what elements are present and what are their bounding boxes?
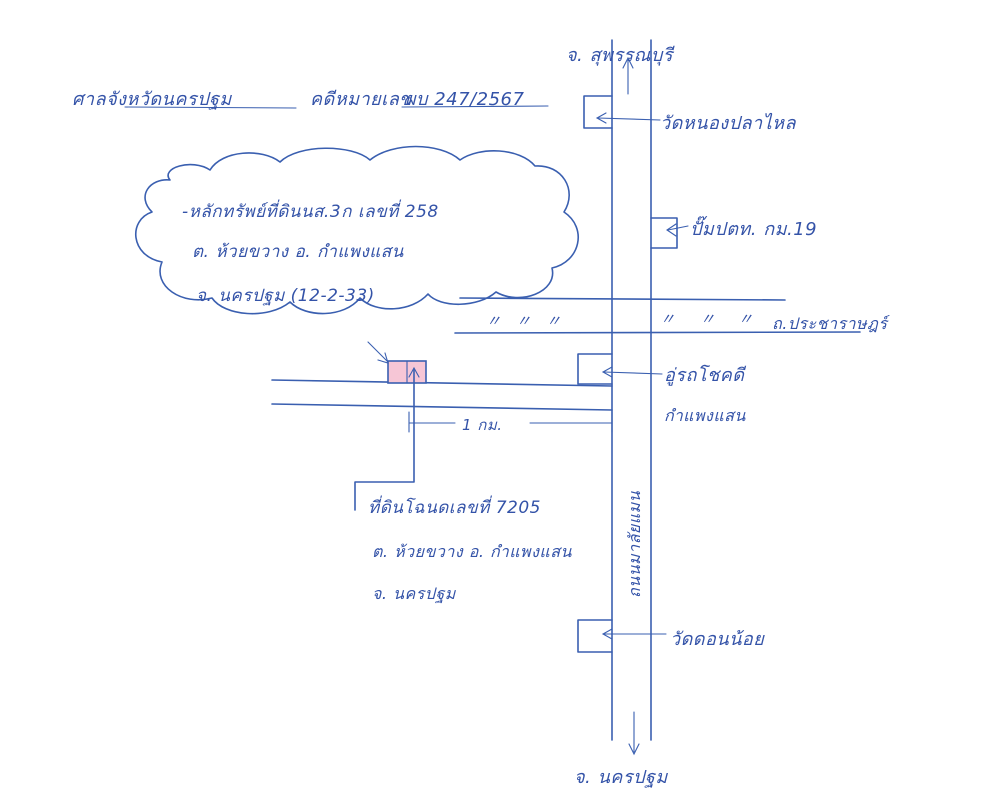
cloud-outline [135, 145, 580, 315]
gas-station-label: ปั๊มปตท. กม.19 [690, 219, 818, 240]
cloud-note-line-2: ต. ห้วยขวาง อ. กำแพงแสน [192, 242, 404, 262]
ditto-mark: 〃 [660, 310, 676, 328]
ditto-mark: 〃 [486, 312, 502, 330]
temple-south-marker [577, 619, 667, 653]
case-title-number: ผบ 247/2567 [405, 89, 525, 110]
cross-road-label: ถ.ประชาราษฎร์ [772, 314, 888, 333]
side-road-lines [271, 379, 613, 411]
cloud-note-line-1: -หลักทรัพย์ที่ดินนส.3ก เลขที่ 258 [182, 202, 439, 222]
distance-label: 1 กม. [462, 416, 503, 434]
main-road-lines [611, 39, 652, 741]
temple-south-label: วัดดอนน้อย [670, 629, 765, 650]
south-arrow [628, 711, 640, 756]
title-underlines [124, 105, 549, 109]
address-line-2: ต. ห้วยขวาง อ. กำแพงแสน [372, 542, 572, 561]
distance-marker [408, 411, 613, 433]
main-road-label: ถนนมาลัยแมน [625, 490, 644, 598]
ditto-mark: 〃 [700, 310, 716, 328]
temple-north-label: วัดหนองปลาไหล [660, 113, 797, 134]
temple-north-marker [583, 95, 661, 129]
cross-road-lines [454, 297, 861, 334]
case-title-label: คดีหมายเลข [310, 89, 413, 110]
ditto-mark: 〃 [516, 312, 532, 330]
case-title-court: ศาลจังหวัดนครปฐม [72, 89, 232, 110]
address-line-1: ที่ดินโฉนดเลขที่ 7205 [368, 498, 541, 518]
garage-label: อู่รถโชคดี [664, 365, 745, 386]
area-below-garage-label: กำแพงแสน [664, 406, 746, 425]
north-destination-label: จ. สุพรรณบุรี [566, 45, 673, 66]
gas-station-marker [650, 217, 689, 249]
cloud-note-line-3: จ. นครปฐม (12-2-33) [196, 286, 375, 306]
north-arrow [622, 56, 634, 95]
address-pointer-arrow [354, 366, 420, 511]
ditto-mark: 〃 [738, 310, 754, 328]
ditto-mark: 〃 [546, 312, 562, 330]
garage-marker [577, 353, 663, 385]
property-parcel [387, 360, 427, 384]
address-line-3: จ. นครปฐม [372, 584, 456, 603]
south-destination-label: จ. นครปฐม [574, 767, 668, 788]
cloud-pointer-arrow [367, 341, 389, 364]
